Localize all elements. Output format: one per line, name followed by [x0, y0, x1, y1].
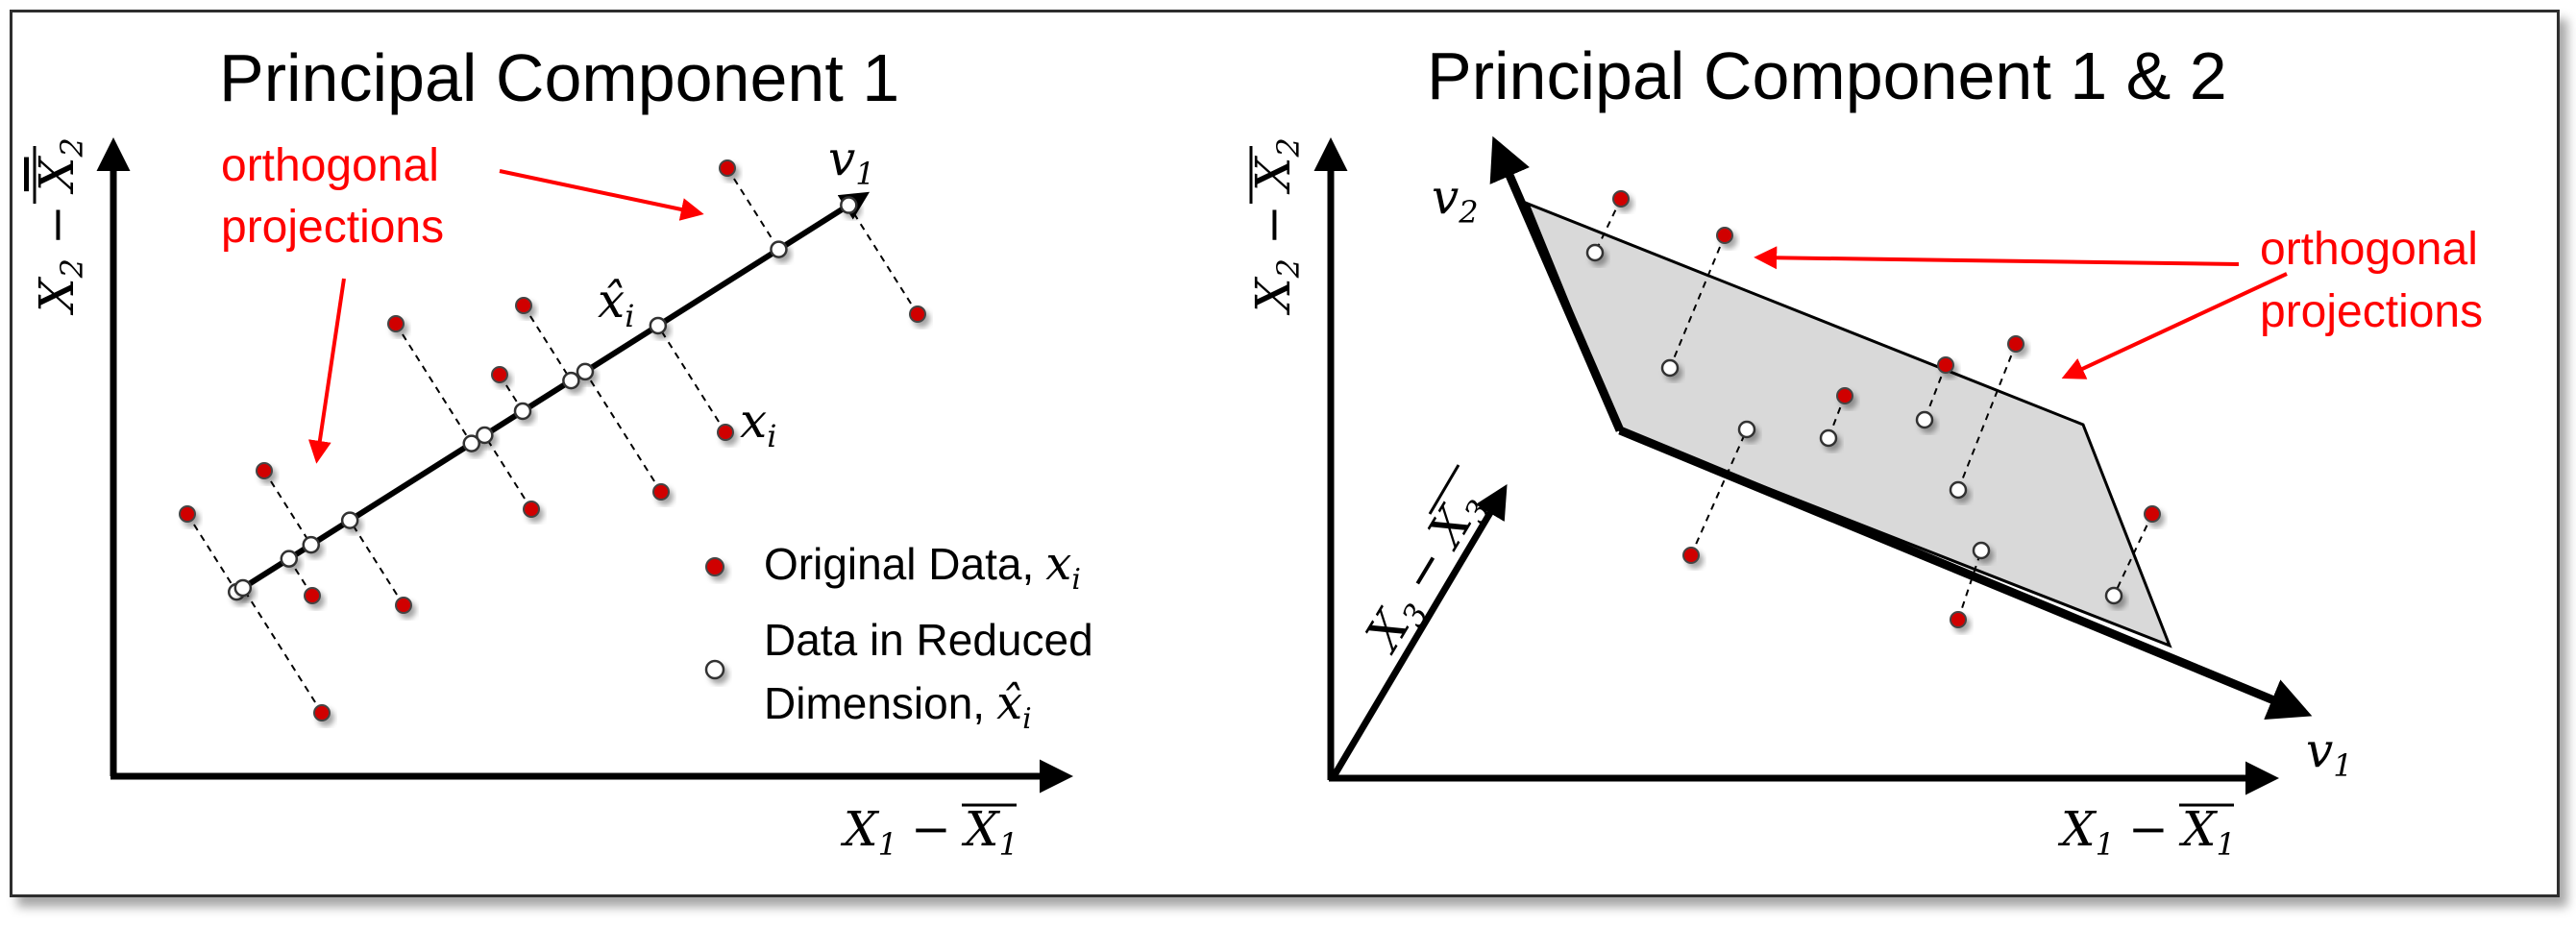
projection-line	[349, 520, 405, 606]
legend-original: Original Data,xi	[764, 537, 1081, 597]
projection-line	[656, 325, 726, 433]
reduced-point	[562, 371, 580, 390]
left-projection-lines	[186, 167, 919, 714]
reduced-point	[2104, 586, 2123, 605]
projection-line	[241, 587, 323, 714]
original-point	[1836, 387, 1853, 404]
original-point	[909, 306, 926, 323]
reduced-point	[840, 196, 858, 214]
left-annotation-line2: projections	[221, 202, 444, 253]
original-point	[395, 597, 412, 614]
v2-label: v2	[1432, 169, 1479, 231]
principal-plane	[1525, 201, 2172, 648]
reduced-point	[513, 402, 532, 421]
right-z-axis	[1329, 483, 1508, 780]
original-point	[179, 505, 196, 523]
original-point	[304, 587, 321, 604]
original-point	[1716, 227, 1733, 244]
legend-reduced-line2: Dimension,x̂i	[764, 676, 1032, 736]
v1-line	[236, 191, 871, 594]
original-point	[313, 704, 331, 721]
projection-line	[1594, 198, 1622, 254]
original-point	[1612, 190, 1630, 208]
left-title: Principal Component 1	[219, 40, 899, 115]
reduced-point	[1949, 480, 1968, 500]
projection-line	[523, 305, 573, 381]
white-dot-icon	[704, 659, 725, 680]
reduced-point	[280, 550, 299, 568]
projection-line	[186, 513, 238, 593]
original-point	[1950, 611, 1967, 628]
reduced-point	[1585, 243, 1605, 262]
projection-line	[263, 470, 312, 546]
original-point	[2144, 505, 2161, 523]
projection-line	[847, 205, 919, 315]
original-point	[1682, 547, 1700, 564]
reduced-point	[649, 316, 668, 335]
right-v1-label: v1	[2306, 722, 2353, 784]
right-x-axis-label: X1−X1	[2057, 801, 2236, 863]
original-point	[387, 315, 405, 332]
original-point	[2007, 335, 2024, 353]
projection-line	[483, 434, 532, 510]
reduced-point	[576, 362, 595, 381]
reduced-point	[233, 578, 253, 598]
projection-line	[1924, 364, 1947, 421]
original-point	[256, 462, 273, 479]
red-dot-icon	[705, 557, 724, 576]
original-point	[523, 501, 540, 518]
right-annotation-arrow-1	[1754, 246, 2240, 270]
left-data-points	[179, 159, 926, 721]
v2-axis	[1489, 135, 1625, 432]
left-annotation-line1: orthogonal	[221, 140, 439, 191]
projection-line	[726, 167, 780, 251]
xi-label: xi	[740, 393, 776, 454]
reduced-point	[1737, 420, 1756, 439]
projection-line	[395, 323, 473, 445]
reduced-point	[476, 426, 494, 445]
z-overbar	[1428, 464, 1460, 515]
v1-label: v1	[828, 131, 875, 192]
legend: Original Data,xi Data in Reduced Dimensi…	[704, 537, 1093, 736]
reduced-point	[1972, 541, 1991, 560]
projection-line	[584, 371, 662, 493]
projection-line	[1690, 428, 1748, 556]
reduced-point	[340, 511, 359, 529]
original-point	[652, 483, 670, 501]
reduced-point	[770, 240, 788, 258]
left-panel: Principal Component 1 X2−X2 X1−X1 v1 x̂i…	[29, 40, 1093, 863]
right-annotation-arrow-2	[2061, 272, 2288, 379]
original-point	[719, 159, 736, 177]
right-title: Principal Component 1 & 2	[1427, 38, 2227, 113]
right-annotation-line2: projections	[2260, 286, 2483, 337]
v1-axis	[1618, 426, 2313, 721]
right-data-points	[1585, 190, 2161, 628]
left-annotation-arrow-1	[499, 169, 704, 221]
left-x-axis-label: X1−X1	[840, 801, 1018, 863]
left-y-axis-label: X2−X2	[29, 137, 90, 316]
projection-line	[2113, 513, 2153, 597]
right-panel: Principal Component 1 & 2 v2 v1 X2−X2 X3…	[1245, 38, 2483, 863]
projection-line	[1957, 343, 2017, 491]
reduced-point	[1915, 410, 1934, 429]
original-point	[515, 297, 532, 314]
reduced-point	[462, 434, 480, 452]
reduced-point	[302, 535, 320, 554]
original-point	[491, 366, 508, 383]
right-annotation-line1: orthogonal	[2260, 224, 2478, 275]
reduced-point	[1819, 428, 1838, 448]
right-y-axis-label: X2−X2	[1245, 137, 1307, 316]
original-point	[1937, 356, 1954, 374]
legend-reduced-line1: Data in Reduced	[764, 615, 1093, 665]
z-axis-label: X3−X3	[1354, 480, 1499, 665]
left-annotation-arrow-2	[307, 278, 346, 464]
xhat-label: x̂i	[598, 273, 634, 334]
reduced-point	[1660, 358, 1680, 378]
original-point	[717, 424, 734, 441]
figure-frame	[10, 10, 2560, 897]
